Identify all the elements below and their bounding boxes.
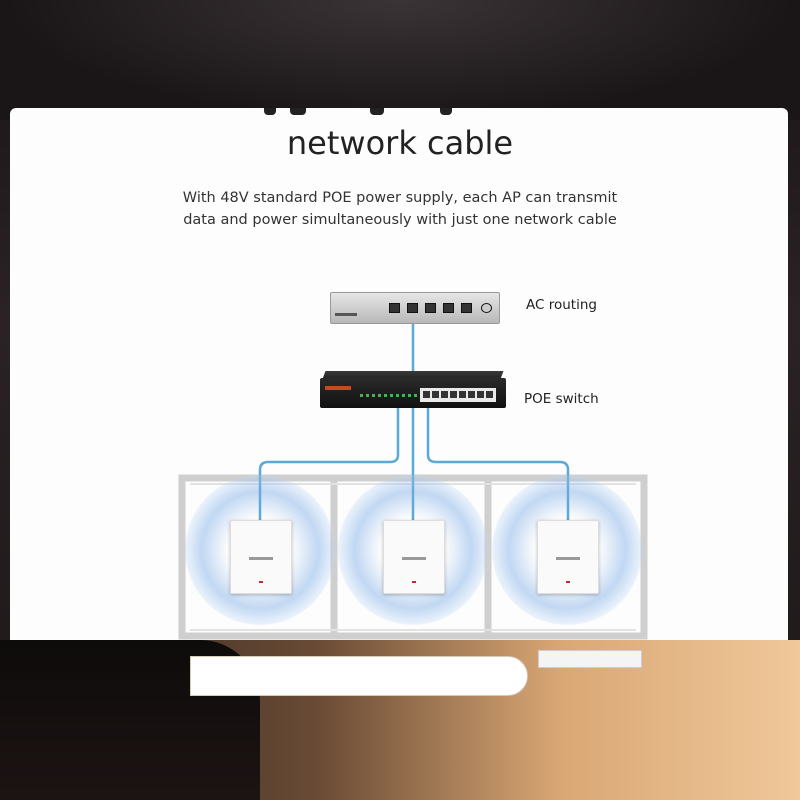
ac-routing-label: AC routing: [526, 297, 597, 313]
router-icon: [330, 292, 500, 324]
access-point-icon: [383, 520, 445, 594]
page-title: network cable: [286, 124, 514, 162]
cropped-heading-line: [250, 108, 550, 118]
subtitle-line-1: With 48V standard POE power supply, each…: [182, 190, 618, 206]
poe-switch-icon: [320, 378, 506, 408]
subtitle-line-2: data and power simultaneously with just …: [183, 212, 617, 228]
poe-switch-label: POE switch: [524, 391, 599, 407]
floor-strip: [538, 650, 642, 668]
white-pill-shape: [190, 656, 528, 696]
network-cables: [258, 322, 570, 520]
background-top: [0, 0, 800, 120]
access-point-icon: [537, 520, 599, 594]
access-point-icon: [230, 520, 292, 594]
